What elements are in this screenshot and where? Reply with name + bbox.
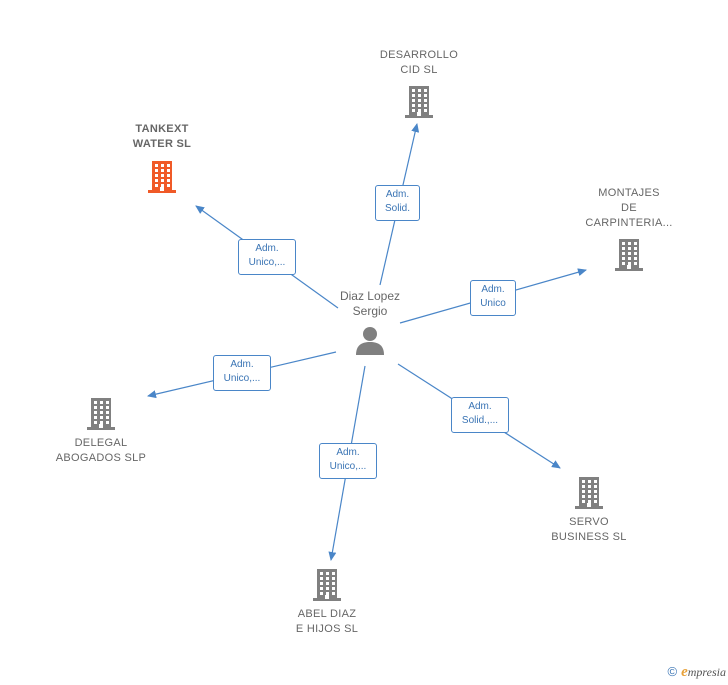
- company-desarrollo[interactable]: DESARROLLO CID SL: [369, 48, 469, 118]
- company-name: ABEL DIAZ E HIJOS SL: [295, 608, 359, 635]
- building-icon: [575, 477, 603, 509]
- building-icon: [615, 239, 643, 271]
- relation-label-abel[interactable]: Adm. Unico,...: [319, 443, 377, 479]
- building-icon: [87, 398, 115, 430]
- company-name: TANKEXT WATER SL: [132, 123, 192, 150]
- company-servo[interactable]: SERVO BUSINESS SL: [534, 475, 644, 545]
- empresia-watermark: ©empresia: [668, 664, 727, 681]
- person-name: Diaz Lopez Sergio: [339, 289, 401, 318]
- company-name: DESARROLLO CID SL: [379, 49, 459, 76]
- company-name: SERVO BUSINESS SL: [551, 516, 627, 543]
- company-name: DELEGAL ABOGADOS SLP: [55, 437, 147, 464]
- company-delegal[interactable]: DELEGAL ABOGADOS SLP: [46, 396, 156, 466]
- company-abel[interactable]: ABEL DIAZ E HIJOS SL: [277, 567, 377, 637]
- relation-label-servo[interactable]: Adm. Solid.,...: [451, 397, 509, 433]
- building-icon: [405, 86, 433, 118]
- building-icon: [313, 569, 341, 601]
- brand-logo-letter: e: [681, 664, 688, 680]
- relation-label-delegal[interactable]: Adm. Unico,...: [213, 355, 271, 391]
- relation-label-tankext[interactable]: Adm. Unico,...: [238, 239, 296, 275]
- relation-label-desarrollo[interactable]: Adm. Solid.: [375, 185, 420, 221]
- center-person[interactable]: Diaz Lopez Sergio: [325, 289, 415, 355]
- company-name: MONTAJES DE CARPINTERIA...: [585, 187, 673, 229]
- company-tankext[interactable]: TANKEXT WATER SL: [112, 122, 212, 193]
- brand-logo-text: mpresia: [687, 665, 726, 679]
- copyright-symbol: ©: [667, 664, 678, 679]
- person-icon: [356, 327, 384, 355]
- company-montajes[interactable]: MONTAJES DE CARPINTERIA...: [574, 186, 684, 271]
- relation-label-montajes[interactable]: Adm. Unico: [470, 280, 516, 316]
- building-icon: [148, 161, 176, 193]
